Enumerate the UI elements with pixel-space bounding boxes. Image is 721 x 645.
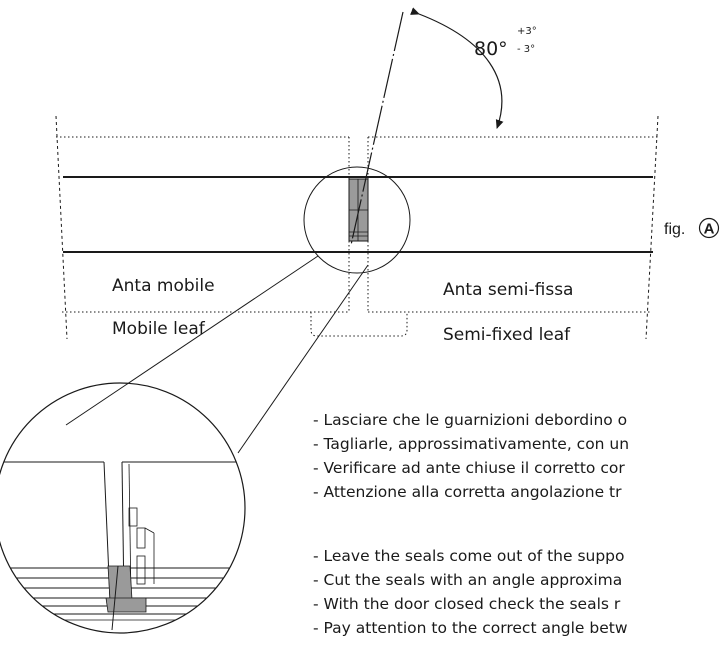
angle-value: 80°	[474, 38, 508, 60]
instruction-line: - Tagliarle, approssimativamente, con un	[313, 435, 629, 453]
figure-prefix: fig.	[664, 221, 685, 238]
label-mobile-en: Mobile leaf	[112, 319, 206, 339]
instructions-italian: - Lasciare che le guarnizioni debordino …	[313, 411, 629, 501]
figure-letter-badge	[698, 217, 720, 239]
instruction-line: - Verificare ad ante chiuse il corretto …	[313, 459, 625, 477]
angle-arc-arrow	[410, 7, 504, 129]
label-mobile-it: Anta mobile	[112, 276, 215, 296]
leader-line	[65, 255, 319, 426]
door-section-view	[55, 115, 659, 340]
detail-seal	[105, 565, 147, 631]
cut-angle-line	[350, 11, 404, 246]
instruction-line: - Cut the seals with an angle approxima	[313, 571, 622, 589]
instruction-line: - Pay attention to the correct angle bet…	[313, 619, 628, 637]
figure-letter: A	[704, 221, 715, 238]
angle-tol-plus: +3°	[517, 26, 537, 37]
detail-circle	[0, 382, 246, 634]
label-semi-it: Anta semi-fissa	[443, 280, 573, 300]
leader-line	[237, 264, 369, 454]
instruction-line: - Attenzione alla corretta angolazione t…	[313, 483, 622, 501]
instruction-line: - With the door closed check the seals r	[313, 595, 621, 613]
instructions-english: - Leave the seals come out of the suppo …	[313, 547, 628, 637]
angle-tol-minus: - 3°	[517, 44, 535, 55]
label-semi-en: Semi-fixed leaf	[443, 325, 571, 345]
magnifier-circle	[303, 166, 411, 274]
instruction-line: - Leave the seals come out of the suppo	[313, 547, 625, 565]
instruction-line: - Lasciare che le guarnizioni debordino …	[313, 411, 627, 429]
